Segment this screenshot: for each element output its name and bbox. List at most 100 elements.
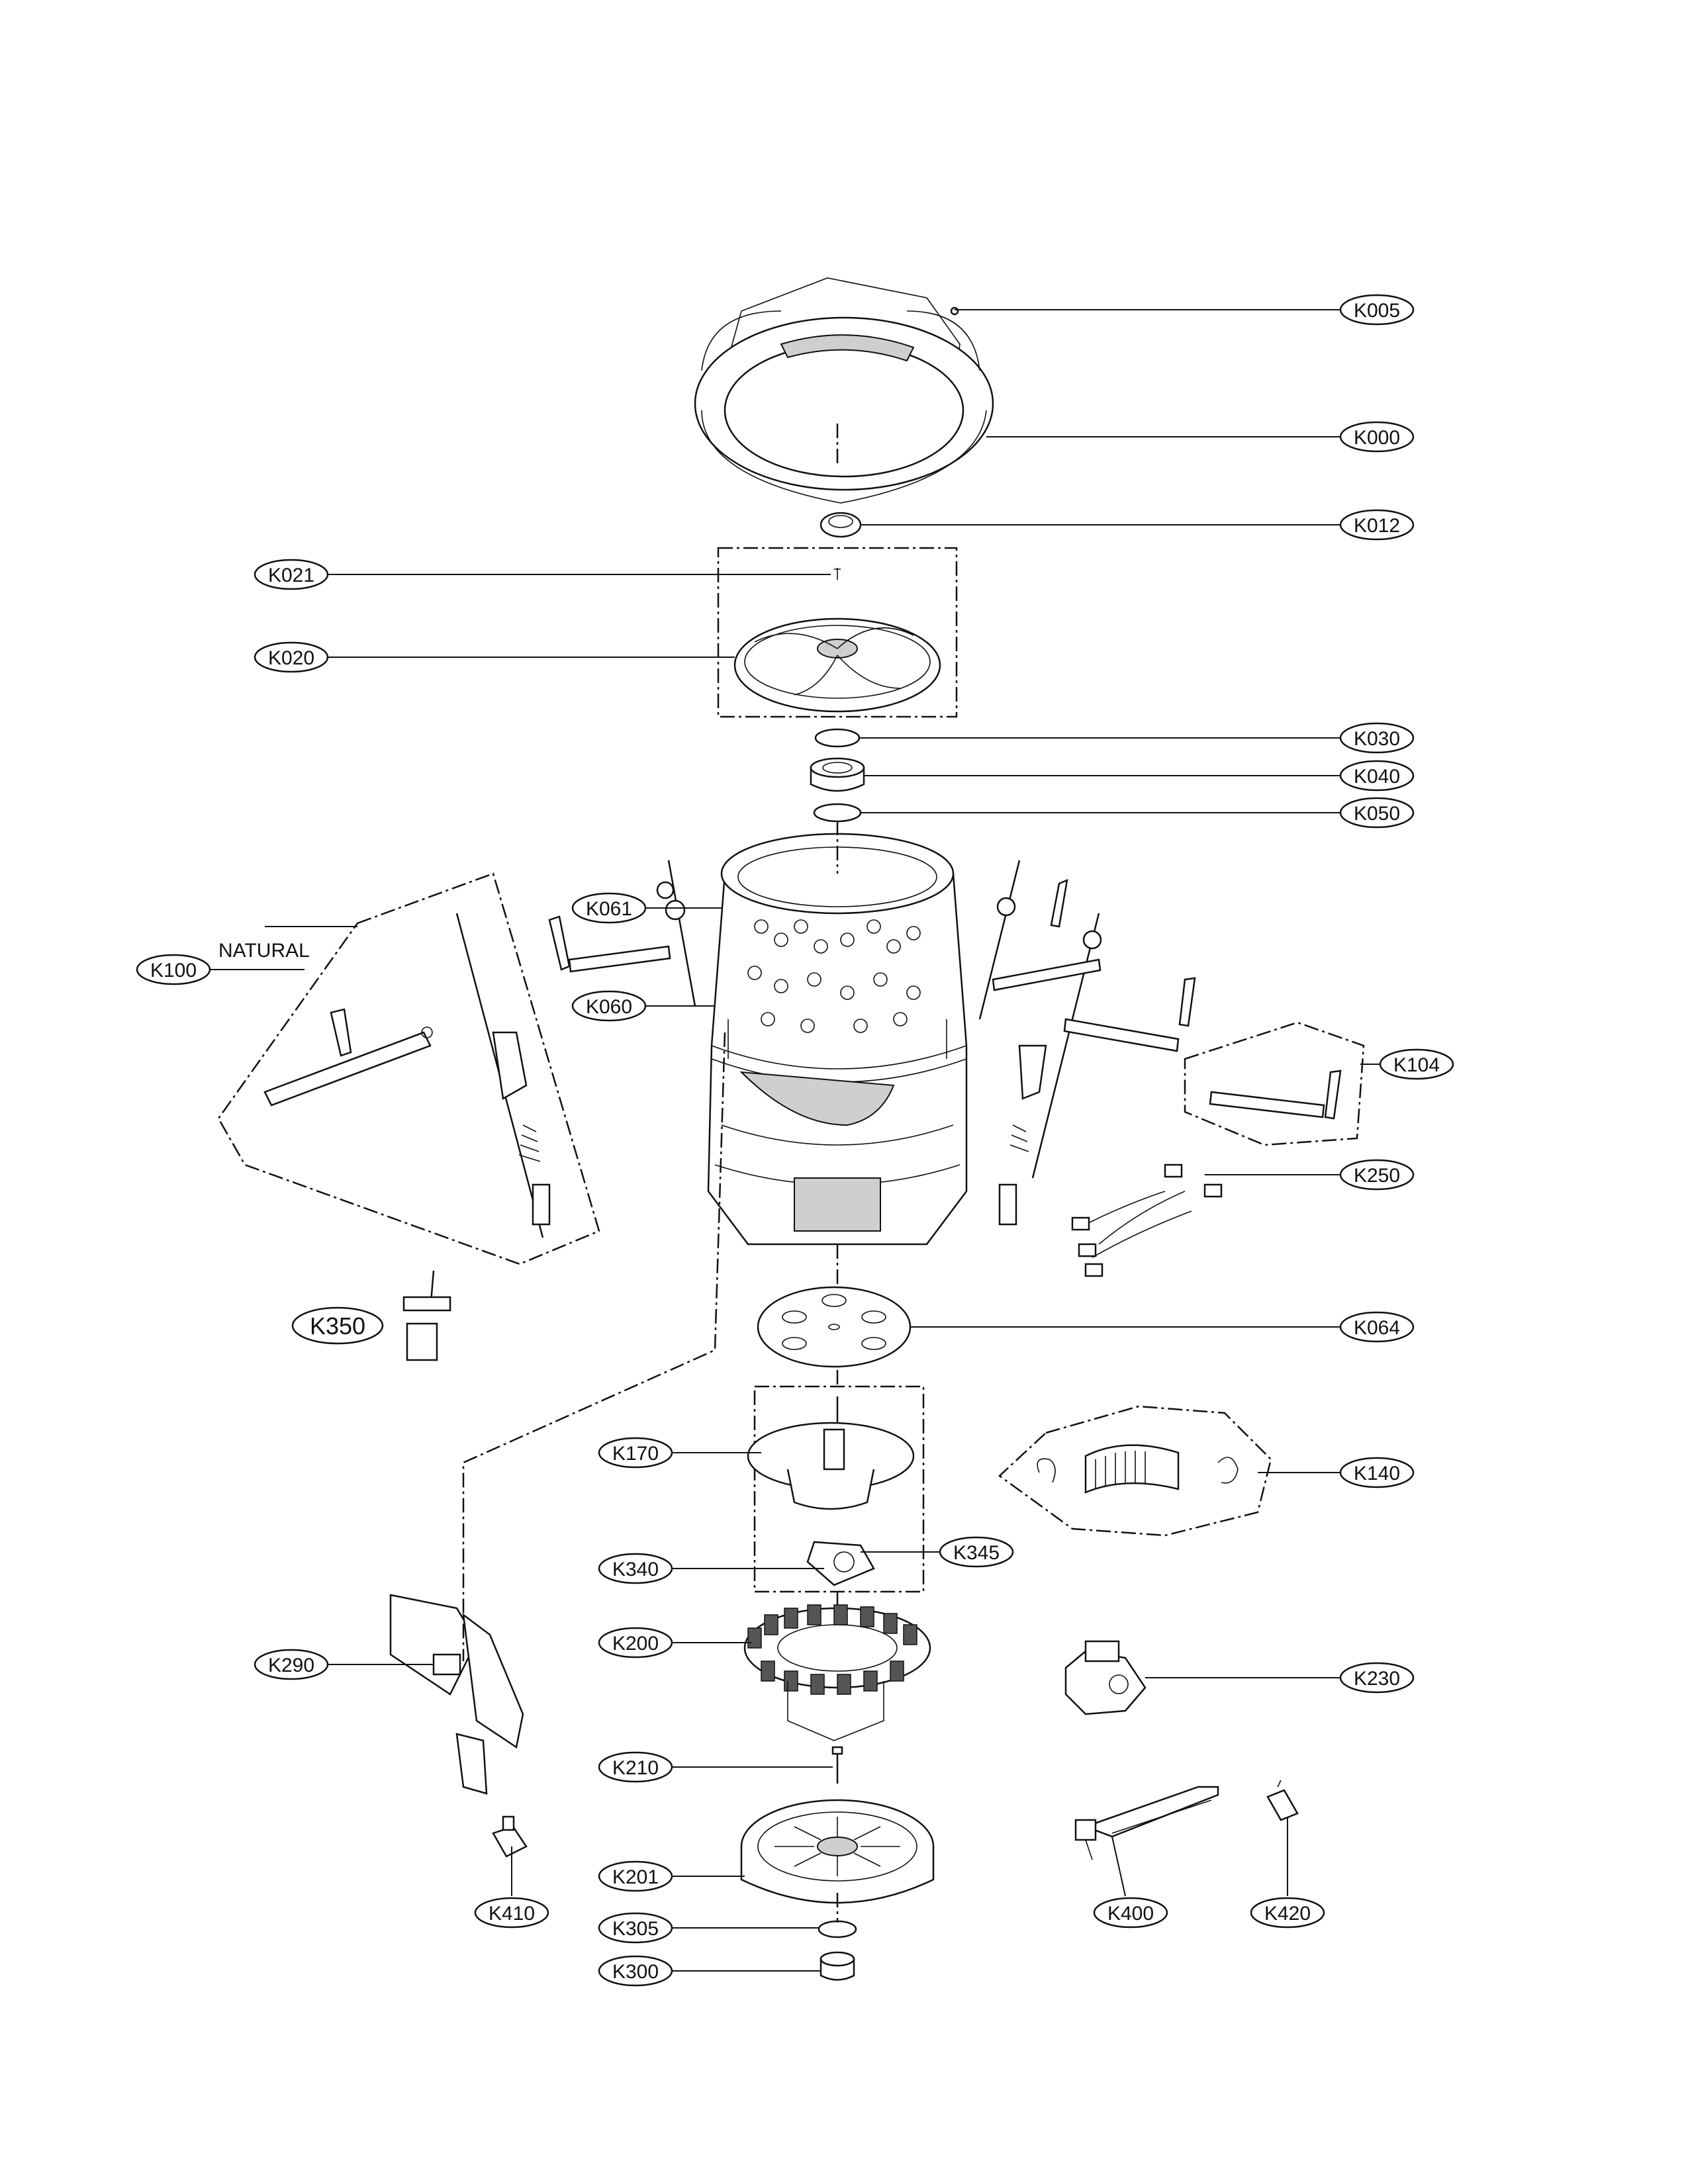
leader-lines (199, 309, 1380, 1972)
callout-K230: K230 (1339, 1662, 1415, 1694)
shaft-group-box (753, 1385, 925, 1593)
clip-part (492, 1815, 528, 1858)
svg-text:K290: K290 (268, 1655, 314, 1676)
callout-K170: K170 (598, 1437, 673, 1469)
svg-text:K104: K104 (1393, 1054, 1440, 1076)
guide-line (462, 1032, 726, 1661)
rotor-nut-part (820, 1951, 855, 1981)
callout-K400: K400 (1093, 1897, 1168, 1929)
svg-text:K420: K420 (1264, 1903, 1311, 1925)
damper-right-part (1063, 1018, 1180, 1052)
callout-K200: K200 (598, 1627, 673, 1659)
callout-K012: K012 (1339, 509, 1415, 541)
svg-text:K040: K040 (1354, 766, 1400, 788)
svg-text:K005: K005 (1354, 300, 1400, 322)
svg-text:K300: K300 (612, 1961, 659, 1983)
svg-text:K061: K061 (586, 898, 632, 920)
bolt-part (831, 1746, 843, 1784)
callout-K020: K020 (254, 641, 329, 673)
natural-note: NATURAL (218, 940, 310, 962)
callout-K140: K140 (1339, 1457, 1415, 1488)
tub-basket-part (707, 833, 968, 1246)
callout-K005: K005 (1339, 294, 1415, 326)
svg-text:K021: K021 (268, 565, 314, 586)
bracket-part (389, 1594, 524, 1795)
damper-k104-part (1209, 1091, 1325, 1118)
svg-text:K012: K012 (1354, 515, 1400, 537)
callout-K300: K300 (598, 1955, 673, 1987)
svg-text:K050: K050 (1354, 803, 1400, 825)
hose-part (1037, 1444, 1239, 1494)
svg-text:K340: K340 (612, 1559, 659, 1580)
screw-part (834, 568, 841, 580)
callout-K250: K250 (1339, 1159, 1415, 1191)
nut-part (810, 757, 865, 792)
svg-text:K305: K305 (612, 1918, 659, 1940)
svg-text:K100: K100 (150, 960, 197, 981)
pulsator-group-box (717, 547, 958, 718)
washer-part (814, 728, 861, 748)
pin-right-part (1050, 878, 1068, 928)
callout-K060: K060 (571, 990, 647, 1022)
svg-text:K410: K410 (489, 1903, 535, 1925)
pulsator-part (733, 617, 941, 713)
sensor-part (402, 1270, 451, 1361)
stator-part (743, 1604, 931, 1741)
callout-K420: K420 (1250, 1897, 1325, 1929)
seal-part (813, 803, 862, 823)
rotor-part (740, 1799, 935, 1904)
svg-text:K060: K060 (586, 996, 632, 1018)
damper-inner-right-part (992, 958, 1102, 991)
callout-K201: K201 (598, 1860, 673, 1892)
svg-text:K020: K020 (268, 647, 314, 669)
rotor-washer-part (818, 1920, 857, 1938)
callout-K064: K064 (1339, 1311, 1415, 1343)
svg-text:K000: K000 (1354, 427, 1400, 449)
callout-K210: K210 (598, 1751, 673, 1783)
damper-inner-left-part (568, 945, 671, 973)
svg-text:K201: K201 (612, 1866, 659, 1888)
svg-text:K350: K350 (310, 1312, 365, 1340)
tub-cover-ring-part (694, 277, 994, 504)
svg-text:K400: K400 (1107, 1903, 1154, 1925)
suspension-rod-inner-left-part (656, 860, 696, 1007)
bearing-plate-part (757, 1286, 912, 1368)
callout-K000: K000 (1339, 421, 1415, 453)
callout-K021: K021 (254, 559, 329, 590)
suspension-left-group-box (217, 872, 600, 1265)
svg-text:K345: K345 (953, 1542, 1000, 1564)
callout-K040: K040 (1339, 760, 1415, 792)
cap-part (820, 512, 862, 538)
suspension-rod-left-part (455, 913, 551, 1238)
callout-K100: K100 (136, 954, 211, 985)
suspension-rod-right-part (1031, 913, 1102, 1179)
callout-K350: K350 (291, 1306, 384, 1345)
callout-K061: K061 (571, 892, 647, 924)
pin-k104-part (1324, 1069, 1342, 1120)
svg-text:K230: K230 (1354, 1668, 1400, 1690)
callout-K050: K050 (1339, 797, 1415, 829)
pin-far-right-part (1178, 977, 1196, 1027)
callout-K104: K104 (1379, 1048, 1454, 1080)
bolt-left-part (330, 1008, 352, 1057)
svg-text:K140: K140 (1354, 1463, 1400, 1484)
screw-part (950, 306, 959, 316)
callout-K410: K410 (474, 1897, 549, 1929)
svg-text:K210: K210 (612, 1757, 659, 1779)
hall-sensor-part (806, 1541, 875, 1586)
svg-text:K064: K064 (1354, 1317, 1400, 1339)
callout-K345: K345 (939, 1536, 1014, 1568)
suspension-rod-inner-right-part (978, 860, 1047, 1226)
svg-text:K170: K170 (612, 1443, 659, 1465)
pin-part (548, 915, 571, 971)
callout-K340: K340 (598, 1553, 673, 1584)
svg-text:K200: K200 (612, 1633, 659, 1655)
svg-text:K030: K030 (1354, 728, 1400, 750)
pump-part (1064, 1640, 1147, 1715)
damper-left-part (263, 1026, 433, 1107)
callout-K290: K290 (254, 1649, 329, 1680)
shaft-assembly-part (747, 1396, 915, 1510)
thermistor-clip-part (1266, 1780, 1299, 1821)
svg-text:K250: K250 (1354, 1165, 1400, 1187)
